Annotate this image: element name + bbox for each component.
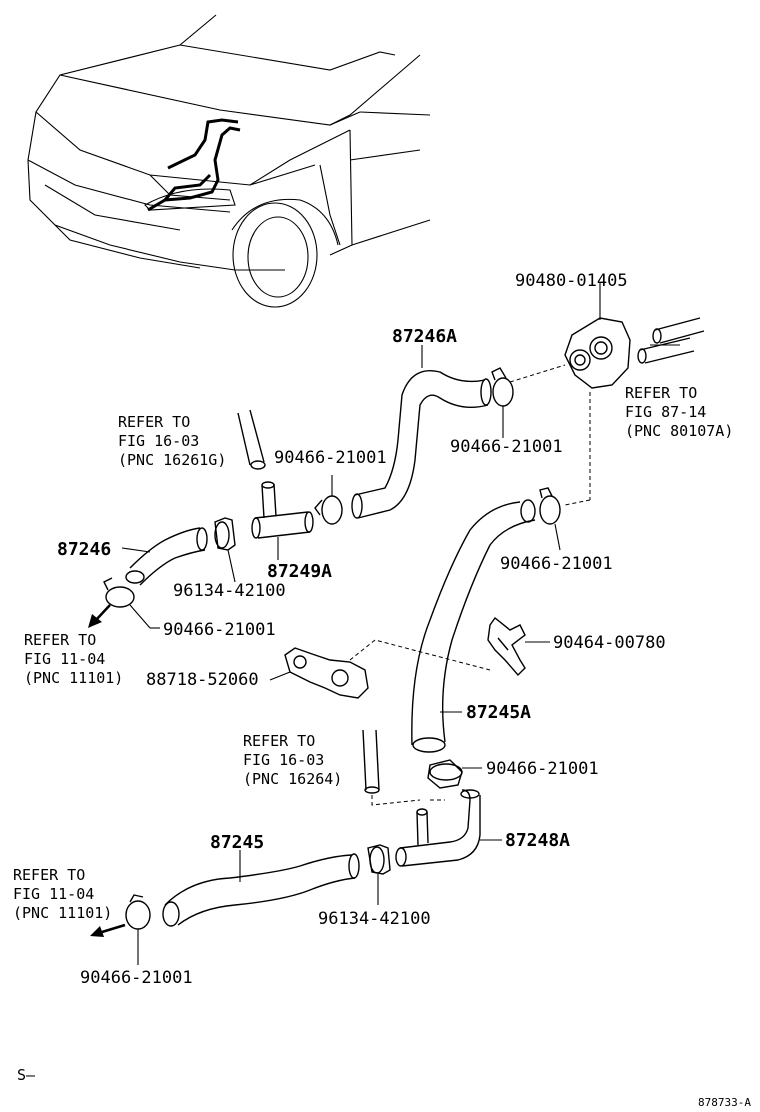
callout-87248A: 87248A [505,830,570,851]
arrow-icon-top [88,604,111,628]
figure-id: 878733-A [698,1096,751,1109]
reference-fig-87-14: REFER TO FIG 87-14 (PNC 80107A) [625,384,733,440]
reference-line: REFER TO [118,413,190,431]
callout-88718-52060: 88718-52060 [146,670,259,690]
reference-line: FIG 87-14 [625,403,706,421]
hose-87245A [411,499,536,753]
callout-96134-42100-bottom: 96134-42100 [318,909,431,929]
reference-line: FIG 16-03 [243,751,324,769]
callout-clamp-top-left: 90466-21001 [274,448,387,468]
hose-clamp-top-left [314,495,343,525]
reference-fig-11-04-top: REFER TO FIG 11-04 (PNC 11101) [24,631,123,687]
hose-clamp-88718 [284,647,369,699]
reference-line: (PNC 11101) [24,669,123,687]
callout-96134-42100-top: 96134-42100 [173,581,286,601]
reference-line: (PNC 80107A) [625,422,733,440]
callout-clamp-lower-right: 90466-21001 [486,759,599,779]
vehicle-outline-illustration [27,14,431,308]
heater-pipe-bracket [564,317,631,389]
reference-line: REFER TO [625,384,697,402]
reference-line: FIG 16-03 [118,432,199,450]
hose-clamp-mid-right [539,487,561,525]
hose-clamp-top-right [491,367,514,407]
hose-87246 [125,527,208,586]
hose-clamp-96134-bottom [367,844,391,875]
footer-left-mark: S– [17,1066,36,1084]
arrow-icon-bottom [90,923,126,937]
callout-clamp-top-right: 90466-21001 [450,437,563,457]
reference-line: (PNC 16261G) [118,451,226,469]
reference-line: (PNC 16264) [243,770,342,788]
callout-clamp-left: 90466-21001 [163,620,276,640]
reference-line: REFER TO [13,866,85,884]
reference-line: (PNC 11101) [13,904,112,922]
hose-87246A [351,370,492,519]
callout-90464-00780: 90464-00780 [553,633,666,653]
hose-clip-90464 [487,616,526,677]
callout-87246A: 87246A [392,326,457,347]
reference-fig-16-03-top: REFER TO FIG 16-03 (PNC 16261G) [118,413,226,469]
heater-pipe-ends [637,317,705,364]
hose-clamp-bottom-left [125,894,151,930]
water-bypass-tee-joint [251,481,314,539]
hose-clamp-lower-right [427,759,463,789]
callout-clamp-bottom-left: 90466-21001 [80,968,193,988]
callout-90480-01405: 90480-01405 [515,271,628,291]
reference-hose-16264 [362,729,380,794]
callout-87245A: 87245A [466,702,531,723]
callout-87246: 87246 [57,539,111,560]
reference-line: FIG 11-04 [13,885,94,903]
reference-line: FIG 11-04 [24,650,105,668]
reference-hose-16261G [237,409,266,470]
hose-87245 [162,853,360,927]
callout-clamp-mid-right: 90466-21001 [500,554,613,574]
reference-fig-11-04-bottom: REFER TO FIG 11-04 (PNC 11101) [13,866,112,922]
hose-clamp-96134-top [214,517,236,551]
callout-87249A: 87249A [267,561,332,582]
pipe-87248A [395,789,481,867]
reference-line: REFER TO [243,732,315,750]
hose-clamp-left [103,577,135,608]
reference-fig-16-03-mid: REFER TO FIG 16-03 (PNC 16264) [243,732,342,788]
callout-87245: 87245 [210,832,264,853]
reference-line: REFER TO [24,631,96,649]
